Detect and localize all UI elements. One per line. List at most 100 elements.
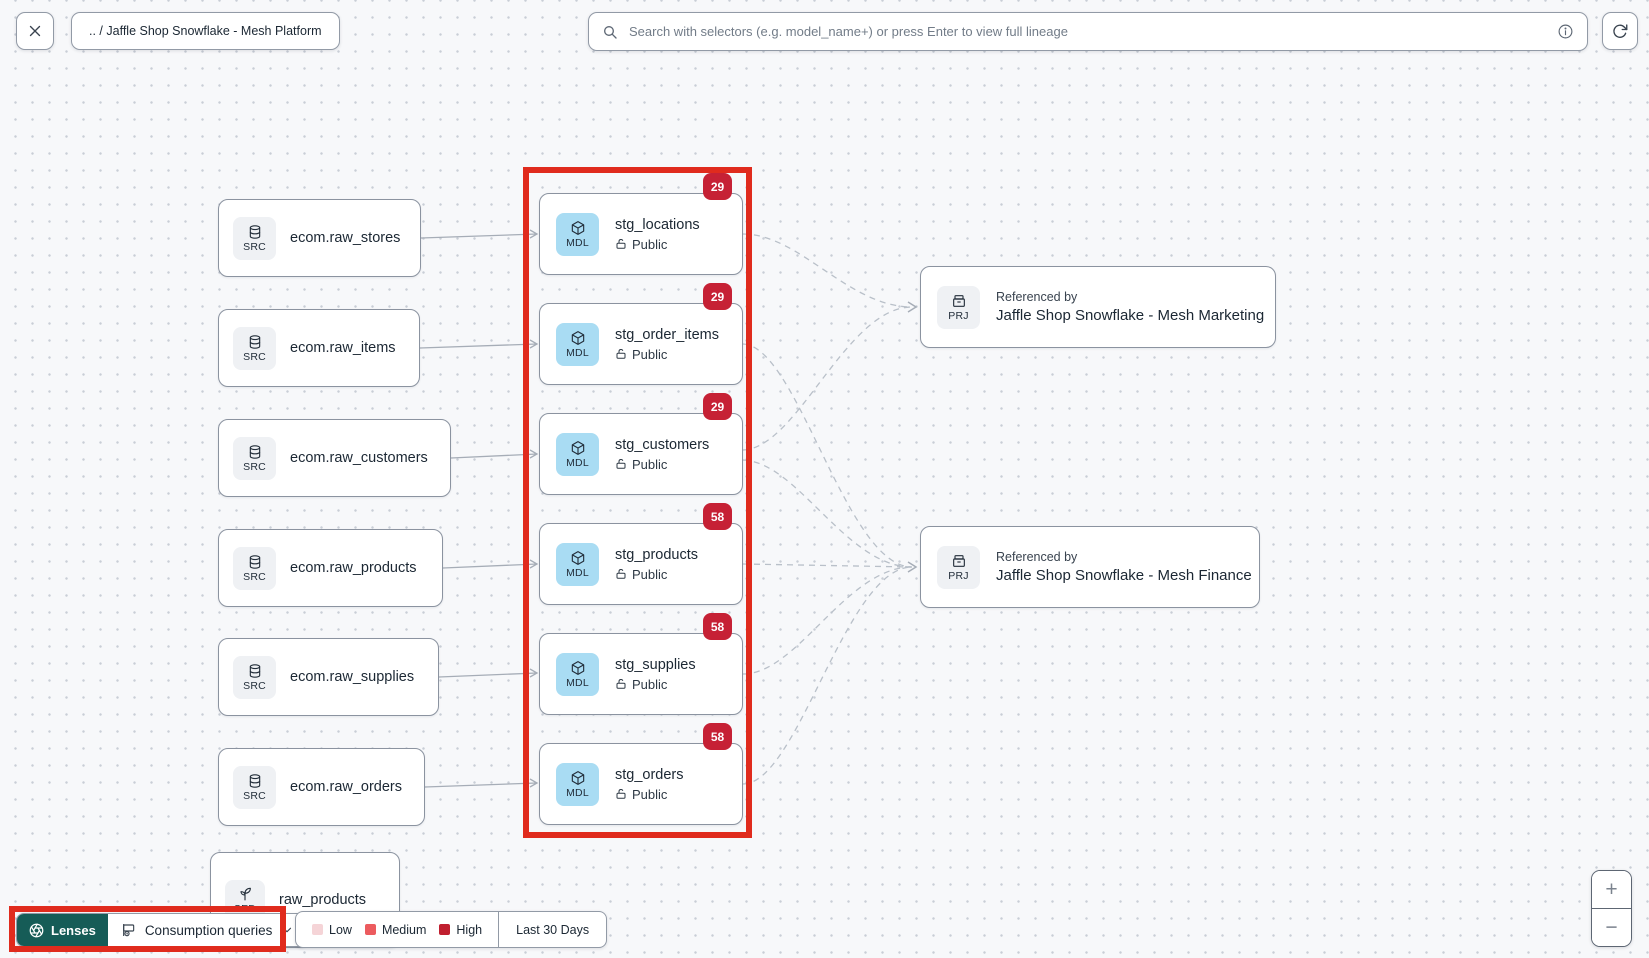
database-icon bbox=[249, 224, 260, 239]
model-type-icon: MDL bbox=[556, 542, 599, 586]
node-label: stg_order_items bbox=[615, 326, 719, 343]
node-label: raw_products bbox=[279, 892, 367, 908]
node-type-label: SRC bbox=[243, 679, 266, 692]
node-type-label: MDL bbox=[566, 676, 589, 689]
legend-period: Last 30 Days bbox=[499, 912, 606, 947]
source-type-icon: SRC bbox=[233, 765, 276, 809]
consumption-count-badge: 58 bbox=[703, 503, 732, 530]
lenses-label: Lenses bbox=[51, 922, 96, 938]
project-name: Jaffle Shop Snowflake - Mesh Finance bbox=[996, 567, 1252, 584]
consumption-count-badge: 58 bbox=[703, 723, 732, 750]
referenced-by-label: Referenced by bbox=[996, 290, 1078, 304]
source-type-icon: SRC bbox=[233, 326, 276, 370]
model-type-icon: MDL bbox=[556, 432, 599, 476]
lenses-toolbar: Lenses Consumption queries bbox=[16, 913, 309, 947]
node-label: ecom.raw_items bbox=[290, 340, 396, 356]
legend-item-medium: Medium bbox=[364, 923, 426, 937]
model-node-stg-orders[interactable]: 58 MDL stg_orders Public bbox=[539, 723, 743, 825]
database-icon bbox=[249, 554, 260, 569]
breadcrumb[interactable]: .. / Jaffle Shop Snowflake - Mesh Platfo… bbox=[71, 12, 340, 50]
consumption-count-badge: 58 bbox=[703, 613, 732, 640]
project-icon bbox=[952, 294, 965, 307]
search-bar[interactable] bbox=[588, 12, 1588, 51]
access-row: Public bbox=[615, 457, 709, 472]
cube-icon bbox=[571, 770, 584, 785]
model-node-stg-order-items[interactable]: 29 MDL stg_order_items Public bbox=[539, 283, 743, 385]
database-icon bbox=[249, 334, 260, 349]
node-label: stg_locations bbox=[615, 216, 700, 233]
node-label: ecom.raw_products bbox=[290, 560, 417, 576]
node-type-label: PRJ bbox=[948, 569, 969, 582]
node-label: stg_products bbox=[615, 546, 699, 563]
node-type-label: MDL bbox=[566, 786, 589, 799]
source-node-raw-customers[interactable]: SRC ecom.raw_customers bbox=[218, 419, 451, 497]
unlock-icon bbox=[616, 789, 626, 799]
refresh-button[interactable] bbox=[1602, 12, 1638, 50]
source-node-raw-items[interactable]: SRC ecom.raw_items bbox=[218, 309, 420, 387]
lens-select-dropdown[interactable]: Consumption queries bbox=[108, 914, 308, 946]
lenses-button[interactable]: Lenses bbox=[17, 914, 108, 946]
node-type-label: MDL bbox=[566, 456, 589, 469]
project-node-mesh-finance[interactable]: PRJ Referenced by Jaffle Shop Snowflake … bbox=[920, 526, 1260, 608]
node-label: ecom.raw_supplies bbox=[290, 669, 415, 685]
source-node-raw-supplies[interactable]: SRC ecom.raw_supplies bbox=[218, 638, 439, 716]
legend-label-low: Low bbox=[329, 922, 352, 937]
unlock-icon bbox=[616, 679, 626, 689]
cube-icon bbox=[571, 440, 584, 455]
source-node-raw-stores[interactable]: SRC ecom.raw_stores bbox=[218, 199, 421, 277]
model-node-stg-customers[interactable]: 29 MDL stg_customers Public bbox=[539, 393, 743, 495]
cube-icon bbox=[571, 660, 584, 675]
breadcrumb-label: .. / Jaffle Shop Snowflake - Mesh Platfo… bbox=[89, 24, 322, 38]
source-node-raw-orders[interactable]: SRC ecom.raw_orders bbox=[218, 748, 425, 826]
model-type-icon: MDL bbox=[556, 762, 599, 806]
zoom-out-button[interactable]: − bbox=[1592, 908, 1631, 946]
info-icon[interactable] bbox=[1557, 23, 1574, 40]
access-label: Public bbox=[632, 346, 668, 362]
node-type-label: MDL bbox=[566, 346, 589, 359]
node-type-label: SRC bbox=[243, 570, 266, 583]
node-type-label: SRC bbox=[243, 350, 266, 363]
lens-legend: Low Medium High Last 30 Days bbox=[295, 911, 608, 948]
node-label: stg_customers bbox=[615, 436, 710, 453]
node-type-label: SRC bbox=[243, 789, 266, 802]
node-type-label: SRC bbox=[243, 240, 266, 253]
project-node-mesh-marketing[interactable]: PRJ Referenced by Jaffle Shop Snowflake … bbox=[920, 266, 1276, 348]
source-type-icon: SRC bbox=[233, 546, 276, 590]
node-type-label: PRJ bbox=[948, 309, 969, 322]
access-label: Public bbox=[632, 456, 668, 472]
refresh-icon bbox=[1613, 24, 1628, 38]
legend-label-high: High bbox=[456, 922, 483, 937]
consumption-queries-icon bbox=[122, 924, 135, 937]
model-node-stg-locations[interactable]: 29 MDL stg_locations Public bbox=[539, 173, 743, 275]
database-icon bbox=[249, 773, 260, 788]
lens-selected-value: Consumption queries bbox=[144, 922, 273, 938]
legend-item-high: High bbox=[439, 923, 482, 937]
legend-swatch-high bbox=[439, 924, 451, 935]
project-type-icon: PRJ bbox=[937, 545, 980, 589]
access-label: Public bbox=[632, 786, 668, 802]
legend-items: Low Medium High bbox=[296, 912, 498, 947]
node-type-label: MDL bbox=[566, 236, 589, 249]
model-node-stg-products[interactable]: 58 MDL stg_products Public bbox=[539, 503, 743, 605]
database-icon bbox=[249, 663, 260, 678]
source-type-icon: SRC bbox=[233, 655, 276, 699]
aperture-icon bbox=[29, 923, 44, 937]
access-row: Public bbox=[615, 237, 700, 252]
close-button[interactable] bbox=[16, 12, 54, 50]
close-icon bbox=[29, 25, 41, 37]
node-label: ecom.raw_orders bbox=[290, 779, 403, 795]
source-node-raw-products[interactable]: SRC ecom.raw_products bbox=[218, 529, 443, 607]
search-icon bbox=[604, 25, 617, 39]
source-type-icon: SRC bbox=[233, 216, 276, 260]
search-input[interactable] bbox=[627, 23, 1548, 40]
chevron-down-icon bbox=[283, 927, 292, 933]
project-type-icon: PRJ bbox=[937, 285, 980, 329]
cube-icon bbox=[571, 330, 584, 345]
cube-icon bbox=[571, 550, 584, 565]
project-icon bbox=[952, 554, 965, 567]
access-label: Public bbox=[632, 676, 668, 692]
model-type-icon: MDL bbox=[556, 322, 599, 366]
model-node-stg-supplies[interactable]: 58 MDL stg_supplies Public bbox=[539, 613, 743, 715]
zoom-in-button[interactable]: + bbox=[1592, 871, 1631, 908]
